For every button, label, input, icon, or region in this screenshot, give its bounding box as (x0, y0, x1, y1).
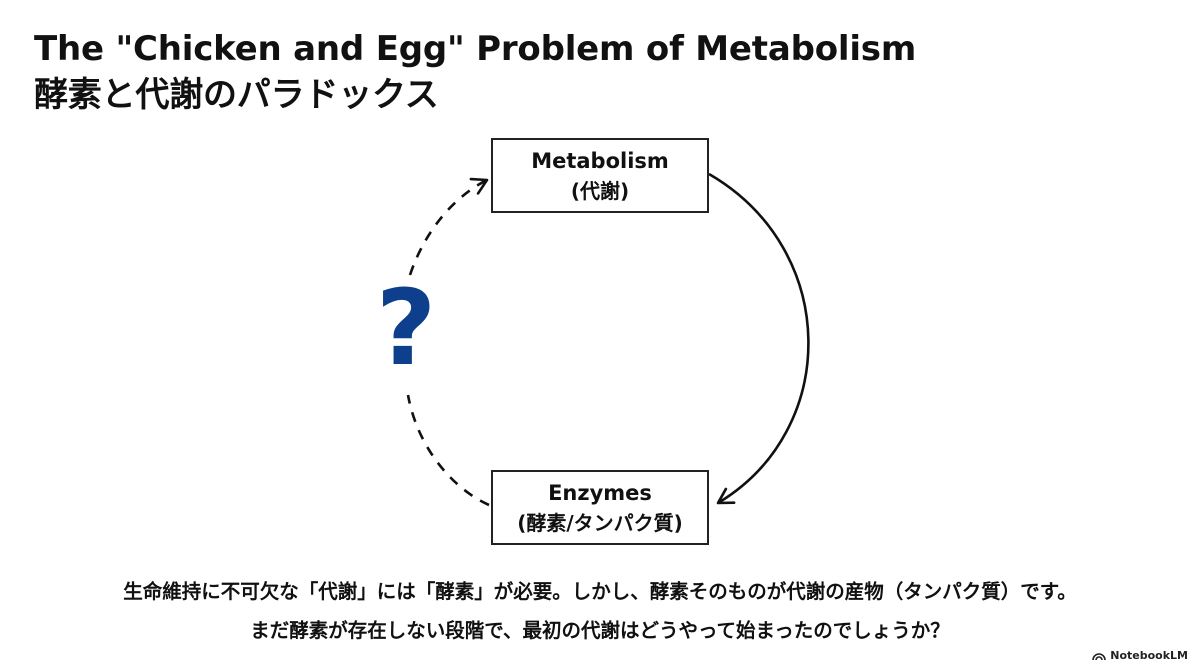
dashed-arc-from-enzymes (406, 394, 490, 507)
page-subtitle: 酵素と代謝のパラドックス (34, 75, 439, 115)
enzymes-node: Enzymes (酵素/タンパク質) (491, 470, 709, 545)
arrow-metabolism-to-enzymes (708, 172, 810, 505)
metabolism-label: Metabolism (531, 148, 669, 173)
question-mark: ? (375, 267, 437, 389)
metabolism-sublabel: (代謝) (570, 178, 630, 203)
dashed-arrow-to-metabolism (408, 177, 489, 276)
brand-badge: NotebookLM (1092, 649, 1188, 662)
notebooklm-logo-icon (1092, 652, 1107, 660)
brand-name: NotebookLM (1110, 649, 1188, 662)
caption-line-2: まだ酵素が存在しない段階で、最初の代謝はどうやって始まったのでしょうか？ (250, 619, 950, 642)
title-block: The "Chicken and Egg" Problem of Metabol… (34, 26, 916, 118)
metabolism-node: Metabolism (代謝) (491, 138, 709, 213)
enzymes-label: Enzymes (548, 480, 652, 505)
enzymes-sublabel: (酵素/タンパク質) (517, 510, 683, 535)
caption-line-1: 生命維持に不可欠な「代謝」には「酵素」が必要。しかし、酵素そのものが代謝の産物（… (123, 580, 1077, 603)
page-title: The "Chicken and Egg" Problem of Metabol… (34, 29, 917, 69)
